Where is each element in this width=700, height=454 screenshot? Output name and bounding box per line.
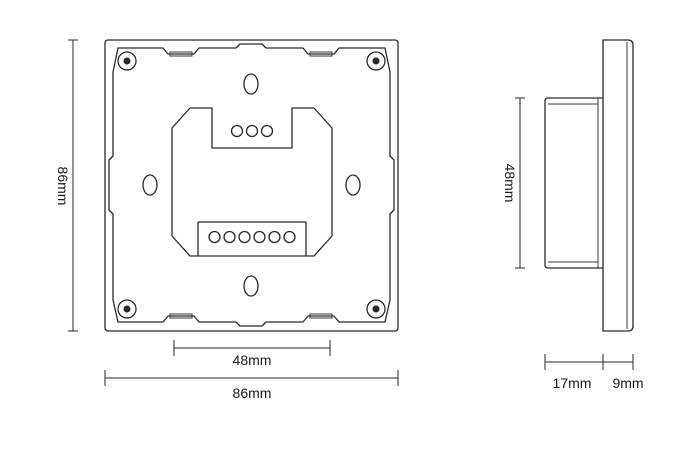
side-back-box — [544, 97, 603, 269]
bottom-left-tab — [169, 313, 193, 319]
width-dimension: 86mm — [104, 370, 399, 401]
front-plate-outline — [104, 39, 399, 332]
mount-slot-right — [345, 174, 361, 196]
screw-hole-top-right — [366, 51, 386, 71]
side-view: 48mm 17mm 9mm — [502, 39, 644, 391]
mount-slot-top — [243, 73, 259, 95]
mount-spacing-label: 48mm — [233, 352, 272, 368]
top-left-tab — [169, 51, 193, 57]
depth-front-label: 9mm — [612, 375, 643, 391]
side-height-label: 48mm — [502, 164, 518, 203]
mount-spacing-dimension: 48mm — [173, 340, 331, 368]
bottom-terminal-hole — [253, 230, 266, 244]
screw-hole-bottom-left — [117, 299, 137, 319]
front-inner-frame — [108, 43, 395, 327]
bottom-terminal-hole — [223, 230, 236, 244]
bottom-terminal-group — [208, 230, 296, 244]
top-terminal-hole — [245, 124, 259, 138]
bottom-terminal-hole — [238, 230, 251, 244]
mount-slot-left — [142, 174, 158, 196]
top-terminal-hole — [230, 124, 244, 138]
center-housing — [171, 107, 333, 257]
bottom-right-tab — [309, 313, 333, 319]
width-label: 86mm — [233, 385, 272, 401]
bottom-terminal-hole — [283, 230, 296, 244]
screw-hole-bottom-right — [366, 299, 386, 319]
depth-back-label: 17mm — [553, 375, 592, 391]
top-right-tab — [309, 51, 333, 57]
side-front-plate — [602, 39, 634, 332]
screw-hole-top-left — [117, 51, 137, 71]
bottom-terminal-block — [197, 221, 307, 256]
bottom-terminal-hole — [208, 230, 221, 244]
top-terminal-hole — [260, 124, 274, 138]
front-view: 86mm 48mm 86mm — [55, 39, 399, 401]
mount-slot-bottom — [243, 275, 259, 297]
height-label: 86mm — [55, 167, 71, 206]
top-terminal-group — [230, 124, 274, 138]
height-dimension: 86mm — [55, 39, 78, 332]
bottom-terminal-hole — [268, 230, 281, 244]
side-height-dimension: 48mm — [502, 97, 525, 269]
depth-dimension: 17mm 9mm — [544, 354, 644, 391]
